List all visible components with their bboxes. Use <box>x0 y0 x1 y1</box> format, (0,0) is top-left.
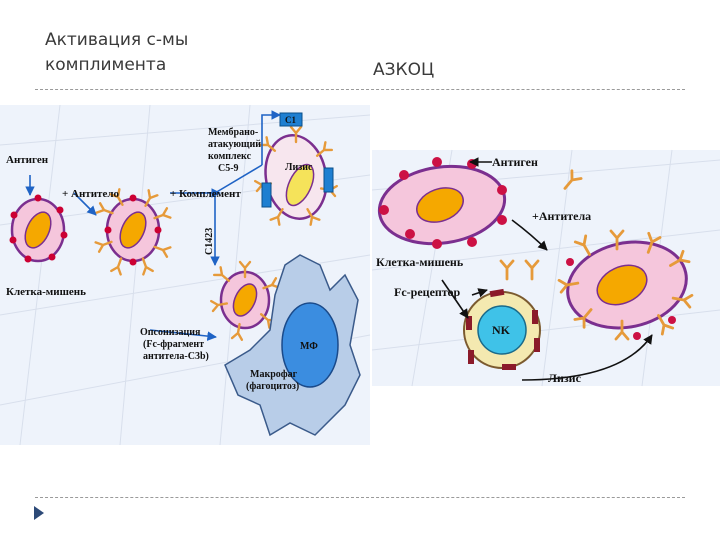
macrophage-nucleus <box>281 302 339 388</box>
slide-title-right: АЗКОЦ <box>373 60 435 80</box>
opsonised-cell <box>210 260 281 341</box>
macrophage <box>224 254 361 437</box>
lysed-cell <box>254 112 338 226</box>
label-target-cell: Клетка-мишень <box>6 286 86 298</box>
label-mac-1: Мембрано- <box>208 127 258 138</box>
left-arrows <box>25 110 281 341</box>
title-left-line1: Активация с-мы <box>45 30 189 50</box>
label-macrophage-2: (фагоцитоз) <box>246 381 299 392</box>
r-label-fc-receptor: Fc-рецептор <box>394 285 461 299</box>
right-target-cell-1 <box>377 157 507 249</box>
right-arrows <box>441 157 653 381</box>
top-divider <box>35 89 685 90</box>
slide-title-left: Активация с-мы комплимента <box>45 28 285 78</box>
r-label-antigen: Антиген <box>492 155 538 169</box>
r-label-nk: NK <box>492 323 511 337</box>
label-mf: МФ <box>300 341 318 352</box>
nk-cell <box>463 288 541 370</box>
title-left-line2: комплимента <box>45 55 167 75</box>
label-c1: C1 <box>285 115 296 125</box>
target-cell-2 <box>94 188 172 276</box>
label-c1423: С1423 <box>204 228 215 255</box>
target-cell-1 <box>9 194 68 263</box>
label-macrophage-1: Макрофаг <box>250 369 298 380</box>
bullet-arrow-icon <box>34 506 44 520</box>
fc-receptors <box>466 288 540 370</box>
label-opson-1: Опсонизация <box>140 327 201 338</box>
label-plus-antibody: + Антитело <box>62 188 119 200</box>
r-label-target-cell: Клетка-мишень <box>376 255 464 269</box>
bottom-divider <box>35 497 685 498</box>
right-target-cell-2 <box>557 229 694 341</box>
label-mac-2: атакующий <box>208 139 261 150</box>
r-label-lysis: Лизис <box>548 371 582 385</box>
complement-activation-diagram: Антиген + Антитело + Комплемент Клетка-м… <box>0 104 371 446</box>
adcc-diagram: Антиген +Антитела Клетка-мишень Fc-рецеп… <box>371 149 720 387</box>
label-antigen: Антиген <box>6 154 49 166</box>
label-mac-4: С5-9 <box>218 163 239 174</box>
label-plus-complement: + Комплемент <box>170 188 241 200</box>
label-lysis-left: Лизис <box>285 162 313 173</box>
r-label-plus-antibody: +Антитела <box>532 209 591 223</box>
label-opson-3: антитела-С3b) <box>143 351 209 362</box>
label-opson-2: (Fc-фрагмент <box>143 339 204 350</box>
label-mac-3: комплекс <box>208 151 252 162</box>
